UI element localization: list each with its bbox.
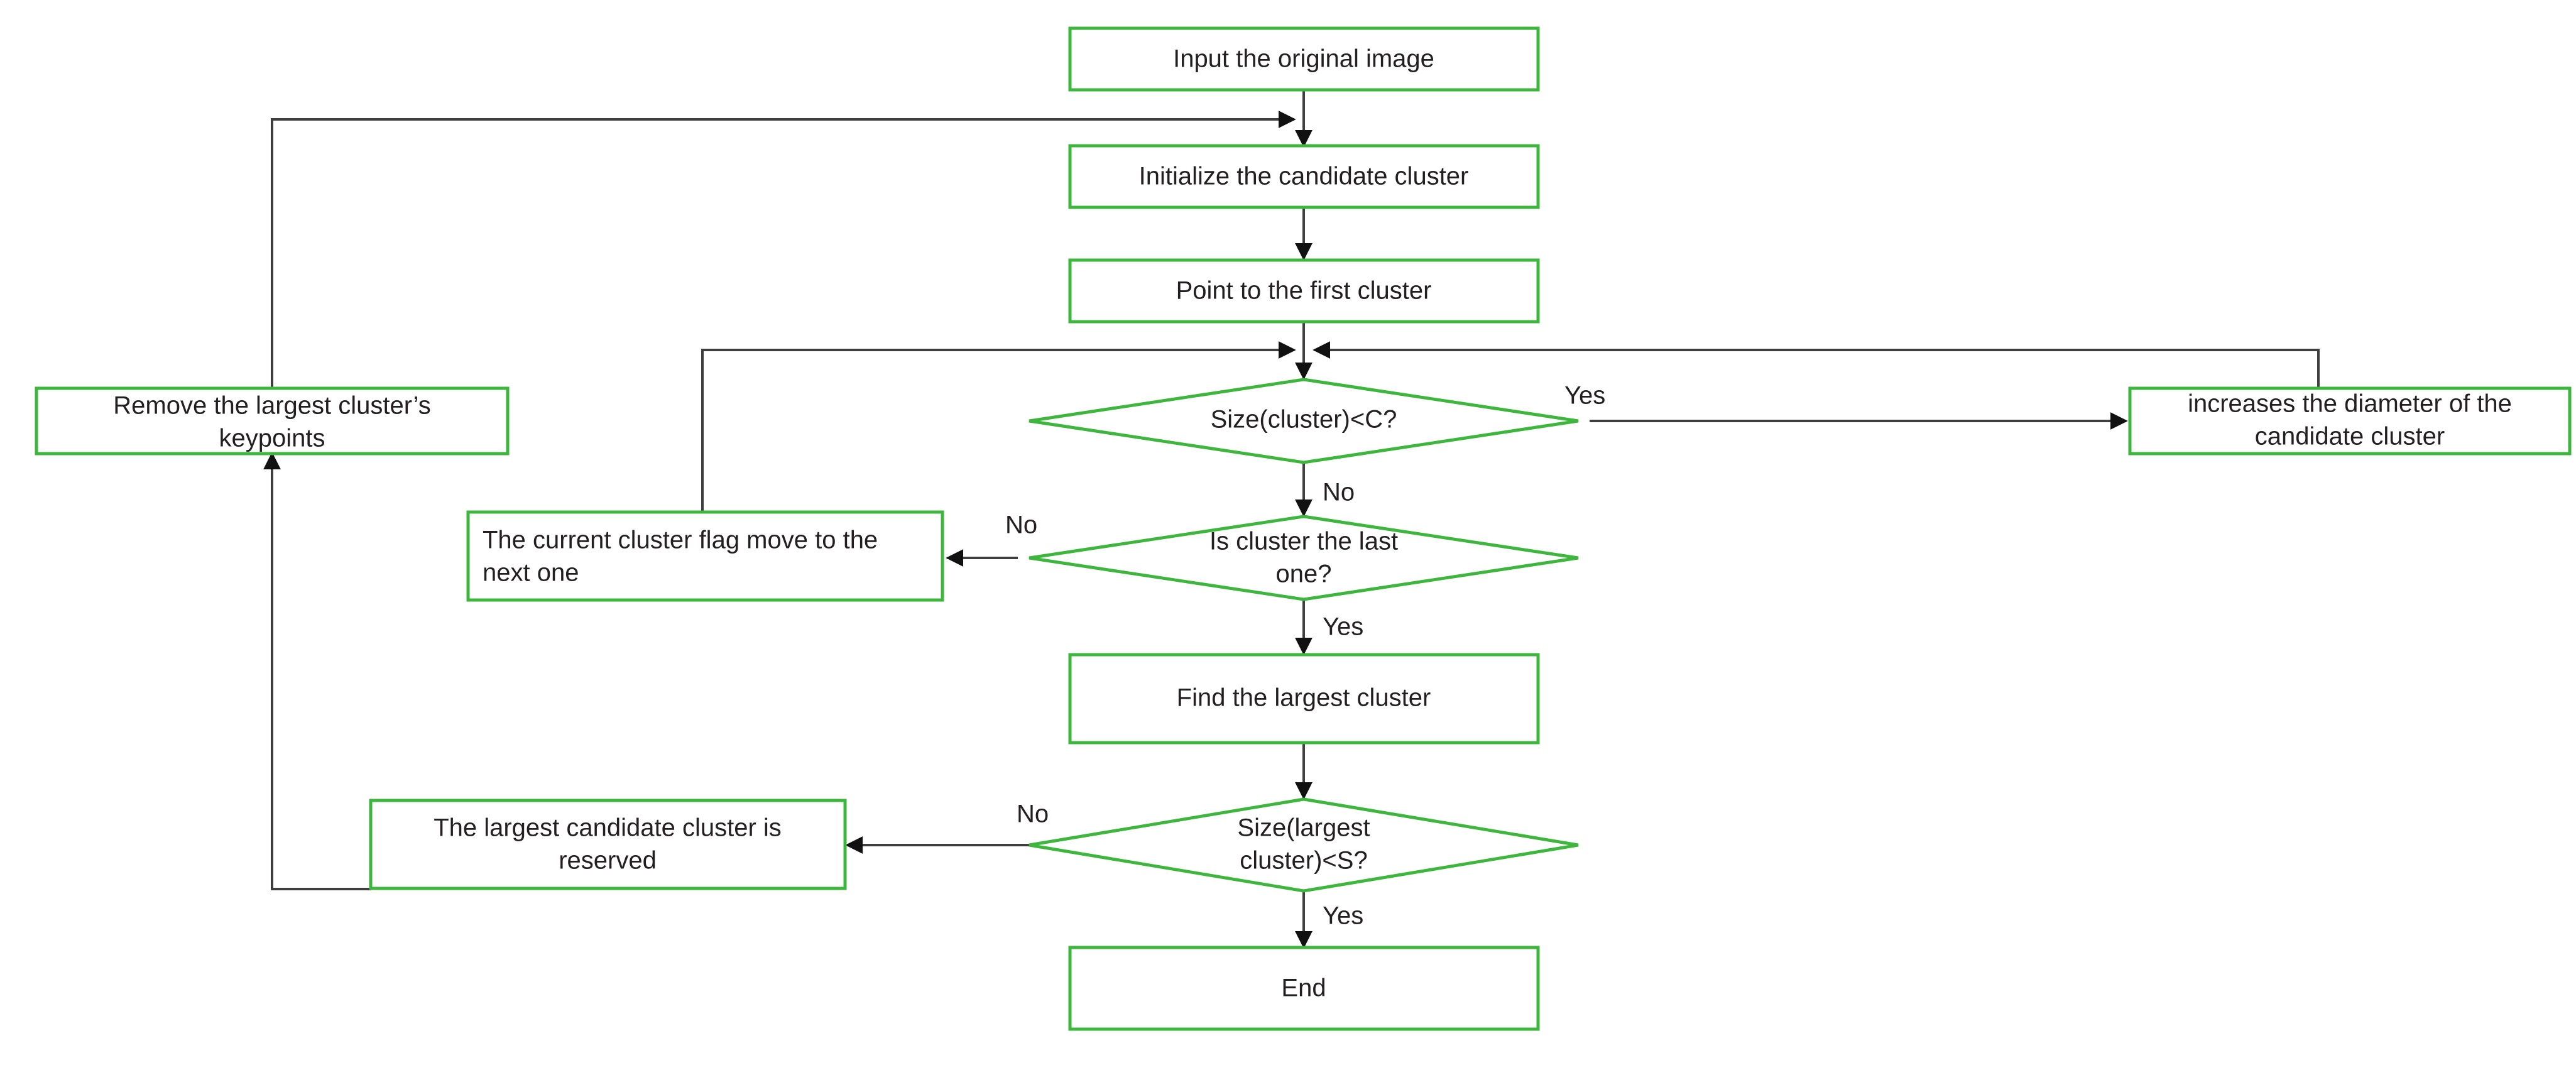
edge-label-size-s-no: No (1017, 800, 1049, 828)
node-label: Point to the first cluster (1176, 277, 1432, 305)
node-label-line1: Size(largest (1237, 814, 1370, 842)
node-label-line2: next one (483, 559, 579, 587)
node-size-cluster-less-than-c[interactable]: Size(cluster)<C? (1029, 378, 1579, 464)
node-shape-process (2128, 386, 2572, 456)
edge-reserved-to-remove-keypoints (263, 452, 371, 890)
edge-label-size-c-no: No (1323, 479, 1355, 506)
node-shape-process (1068, 144, 1540, 209)
node-label-line2: candidate cluster (2255, 423, 2445, 450)
edge-label-is-last-yes: Yes (1323, 613, 1363, 641)
edge-increase-diameter-to-size-c (1313, 341, 2320, 388)
node-remove-the-largest-clusters-keypoints[interactable]: Remove the largest cluster’s keypoints (35, 386, 510, 456)
node-shape-process (369, 799, 847, 890)
node-label-line1: The current cluster flag move to the (483, 527, 878, 554)
edge-move-next-to-size-c (701, 341, 1296, 512)
node-shape-decision (1029, 797, 1579, 893)
edge-label-is-last-no: No (1005, 511, 1037, 539)
node-label: Initialize the candidate cluster (1139, 163, 1469, 190)
node-input-the-original-image[interactable]: Input the original image (1068, 26, 1540, 92)
node-shape-decision (1029, 378, 1579, 464)
node-shape-process (1068, 26, 1540, 92)
node-label: End (1281, 974, 1326, 1002)
node-label: Find the largest cluster (1177, 684, 1431, 712)
node-label-line2: cluster)<S? (1240, 847, 1367, 875)
edge-label-size-c-yes: Yes (1564, 382, 1605, 410)
node-find-the-largest-cluster[interactable]: Find the largest cluster (1068, 653, 1540, 745)
node-point-to-the-first-cluster[interactable]: Point to the first cluster (1068, 258, 1540, 324)
node-shape-process (35, 386, 510, 456)
node-label-line1: The largest candidate cluster is (434, 814, 782, 842)
node-label-line1: increases the diameter of the (2188, 390, 2512, 418)
node-label: Input the original image (1173, 45, 1434, 73)
node-shape-process (466, 510, 944, 602)
node-shape-process (1068, 653, 1540, 745)
node-label-line1: Is cluster the last (1209, 528, 1398, 555)
node-increases-the-diameter-of-the-candidate-cluster[interactable]: increases the diameter of the candidate … (2128, 386, 2572, 456)
node-initialize-the-candidate-cluster[interactable]: Initialize the candidate cluster (1068, 144, 1540, 209)
node-label-line2: keypoints (219, 425, 325, 452)
node-end[interactable]: End (1068, 946, 1540, 1031)
node-the-current-cluster-flag-move-to-the-next-one[interactable]: The current cluster flag move to the nex… (466, 510, 944, 602)
node-is-cluster-the-last-one[interactable]: Is cluster the last one? (1029, 515, 1579, 601)
node-shape-process (1068, 258, 1540, 324)
node-label: Size(cluster)<C? (1211, 406, 1397, 434)
node-the-largest-candidate-cluster-is-reserved[interactable]: The largest candidate cluster is reserve… (369, 799, 847, 890)
node-shape-process (1068, 946, 1540, 1031)
node-label-line2: reserved (559, 847, 657, 875)
node-shape-decision (1029, 515, 1579, 601)
edge-label-size-s-yes: Yes (1323, 902, 1363, 930)
node-size-largest-cluster-less-than-s[interactable]: Size(largest cluster)<S? (1029, 797, 1579, 893)
edge-remove-keypoints-to-init (271, 111, 1296, 388)
node-label-line2: one? (1276, 560, 1332, 588)
node-label-line1: Remove the largest cluster’s (113, 392, 430, 420)
